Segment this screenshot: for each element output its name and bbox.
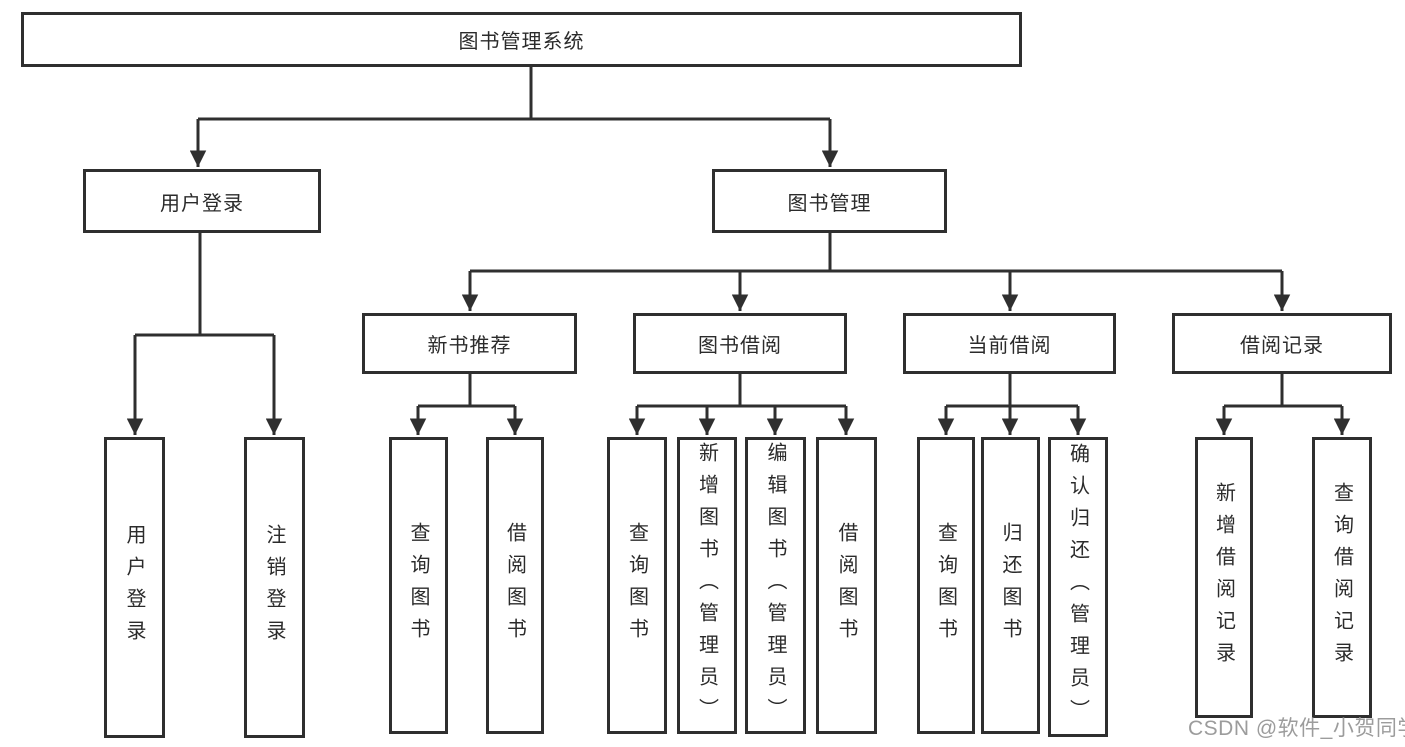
node-new-book-recommend: 新书推荐	[362, 313, 577, 374]
node-label: 图书借阅	[698, 335, 782, 357]
node-label: 查询借阅记录	[1330, 481, 1353, 674]
node-label: 借阅图书	[503, 521, 526, 650]
node-label: 归还图书	[999, 521, 1021, 650]
node-borrow-records: 借阅记录	[1172, 313, 1392, 374]
node-label: 借阅图书	[835, 521, 857, 650]
node-label: 查询图书	[934, 521, 957, 650]
node-login: 用户登录	[104, 437, 165, 738]
node-records-add: 新增借阅记录	[1195, 437, 1253, 718]
node-current-return: 归还图书	[981, 437, 1040, 734]
node-label: 新增图书（管理员）	[695, 441, 718, 730]
node-label: 确认归还（管理员）	[1066, 443, 1089, 731]
node-book-management: 图书管理	[712, 169, 947, 233]
node-newbooks-query: 查询图书	[389, 437, 448, 734]
node-label: 注销登录	[263, 523, 285, 652]
node-label: 图书管理系统	[458, 31, 585, 53]
node-label: 新增借阅记录	[1212, 481, 1235, 674]
node-label: 查询图书	[407, 521, 429, 650]
node-borrow-add-admin: 新增图书（管理员）	[677, 437, 737, 734]
node-root: 图书管理系统	[21, 12, 1022, 67]
node-current-borrow: 当前借阅	[903, 313, 1116, 374]
arrow-connectors	[126, 119, 1351, 435]
node-label: 用户登录	[160, 192, 244, 215]
node-current-query: 查询图书	[917, 437, 975, 734]
node-label: 新书推荐	[427, 335, 512, 357]
node-records-query: 查询借阅记录	[1312, 437, 1372, 718]
node-newbooks-borrow: 借阅图书	[486, 437, 544, 734]
node-label: 当前借阅	[967, 335, 1052, 357]
node-logout: 注销登录	[244, 437, 305, 738]
node-book-borrow: 图书借阅	[633, 313, 847, 374]
watermark: CSDN @软件_小贺同学	[1188, 717, 1405, 740]
node-borrow-edit-admin: 编辑图书（管理员）	[745, 437, 806, 734]
node-label: 编辑图书（管理员）	[764, 441, 786, 730]
node-label: 用户登录	[123, 523, 145, 652]
node-borrow-query: 查询图书	[607, 437, 667, 734]
node-borrow-borrow: 借阅图书	[816, 437, 877, 734]
node-user-login: 用户登录	[83, 169, 321, 233]
node-label: 查询图书	[625, 521, 648, 650]
node-current-confirm-admin: 确认归还（管理员）	[1048, 437, 1108, 737]
node-label: 图书管理	[787, 192, 872, 215]
node-label: 借阅记录	[1240, 335, 1324, 357]
